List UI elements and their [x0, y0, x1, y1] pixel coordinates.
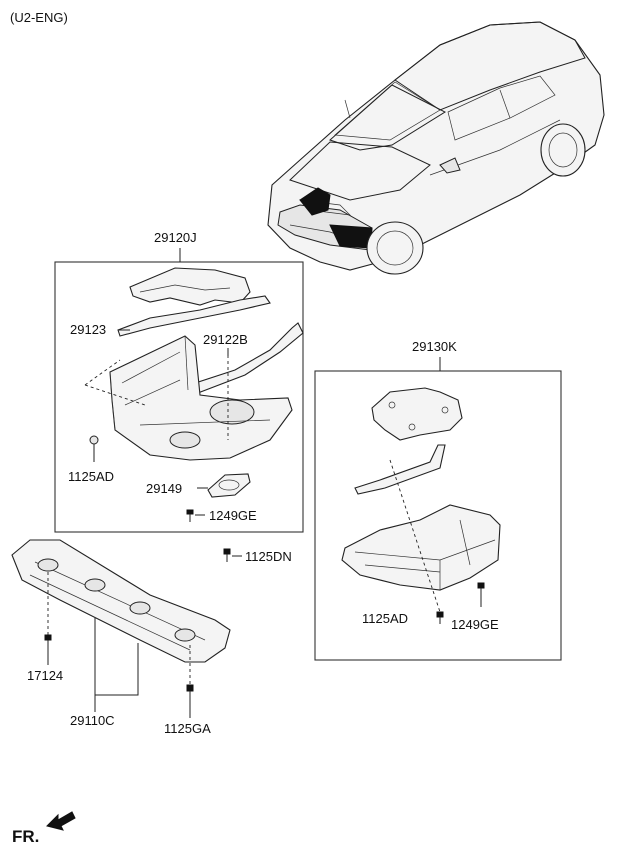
- label-1125GA: 1125GA: [164, 721, 211, 736]
- fastener-1125AD-left: [89, 435, 99, 462]
- vehicle-illustration: [267, 21, 605, 275]
- label-1125DN: 1125DN: [245, 549, 292, 564]
- assembly-box-29130K: [314, 370, 562, 661]
- front-arrow-icon: [46, 811, 76, 831]
- label-29110C: 29110C: [70, 713, 115, 728]
- assembly-box-29120J: [54, 261, 304, 533]
- engine-code-label: (U2-ENG): [10, 10, 68, 25]
- label-29120J: 29120J: [154, 230, 197, 245]
- part-29149-seal: [207, 473, 251, 498]
- part-29110C-cover: [11, 539, 231, 685]
- label-1125AD-right: 1125AD: [362, 611, 409, 626]
- fastener-1125GA: [186, 684, 194, 718]
- fastener-1125AD-right: [436, 611, 444, 624]
- label-29130K: 29130K: [412, 339, 457, 354]
- part-29130K-stay: [354, 444, 446, 495]
- label-1125AD-left: 1125AD: [68, 469, 115, 484]
- fastener-1125DN: [223, 548, 242, 562]
- label-1249GE-right: 1249GE: [451, 617, 499, 632]
- label-29123: 29123: [70, 322, 107, 337]
- label-29149: 29149: [146, 481, 183, 496]
- fastener-1249GE-right: [477, 582, 485, 607]
- part-29120J-cover: [84, 335, 293, 461]
- part-29130K-cover: [341, 459, 501, 613]
- part-29123-bracket: [117, 267, 271, 337]
- front-indicator-label: FR.: [12, 827, 40, 846]
- part-29130K-plate: [371, 387, 463, 441]
- fastener-17124: [44, 634, 52, 665]
- fastener-1249GE-left: [186, 509, 205, 522]
- label-17124: 17124: [27, 668, 64, 683]
- label-29122B: 29122B: [203, 332, 248, 347]
- label-1249GE-left: 1249GE: [209, 508, 257, 523]
